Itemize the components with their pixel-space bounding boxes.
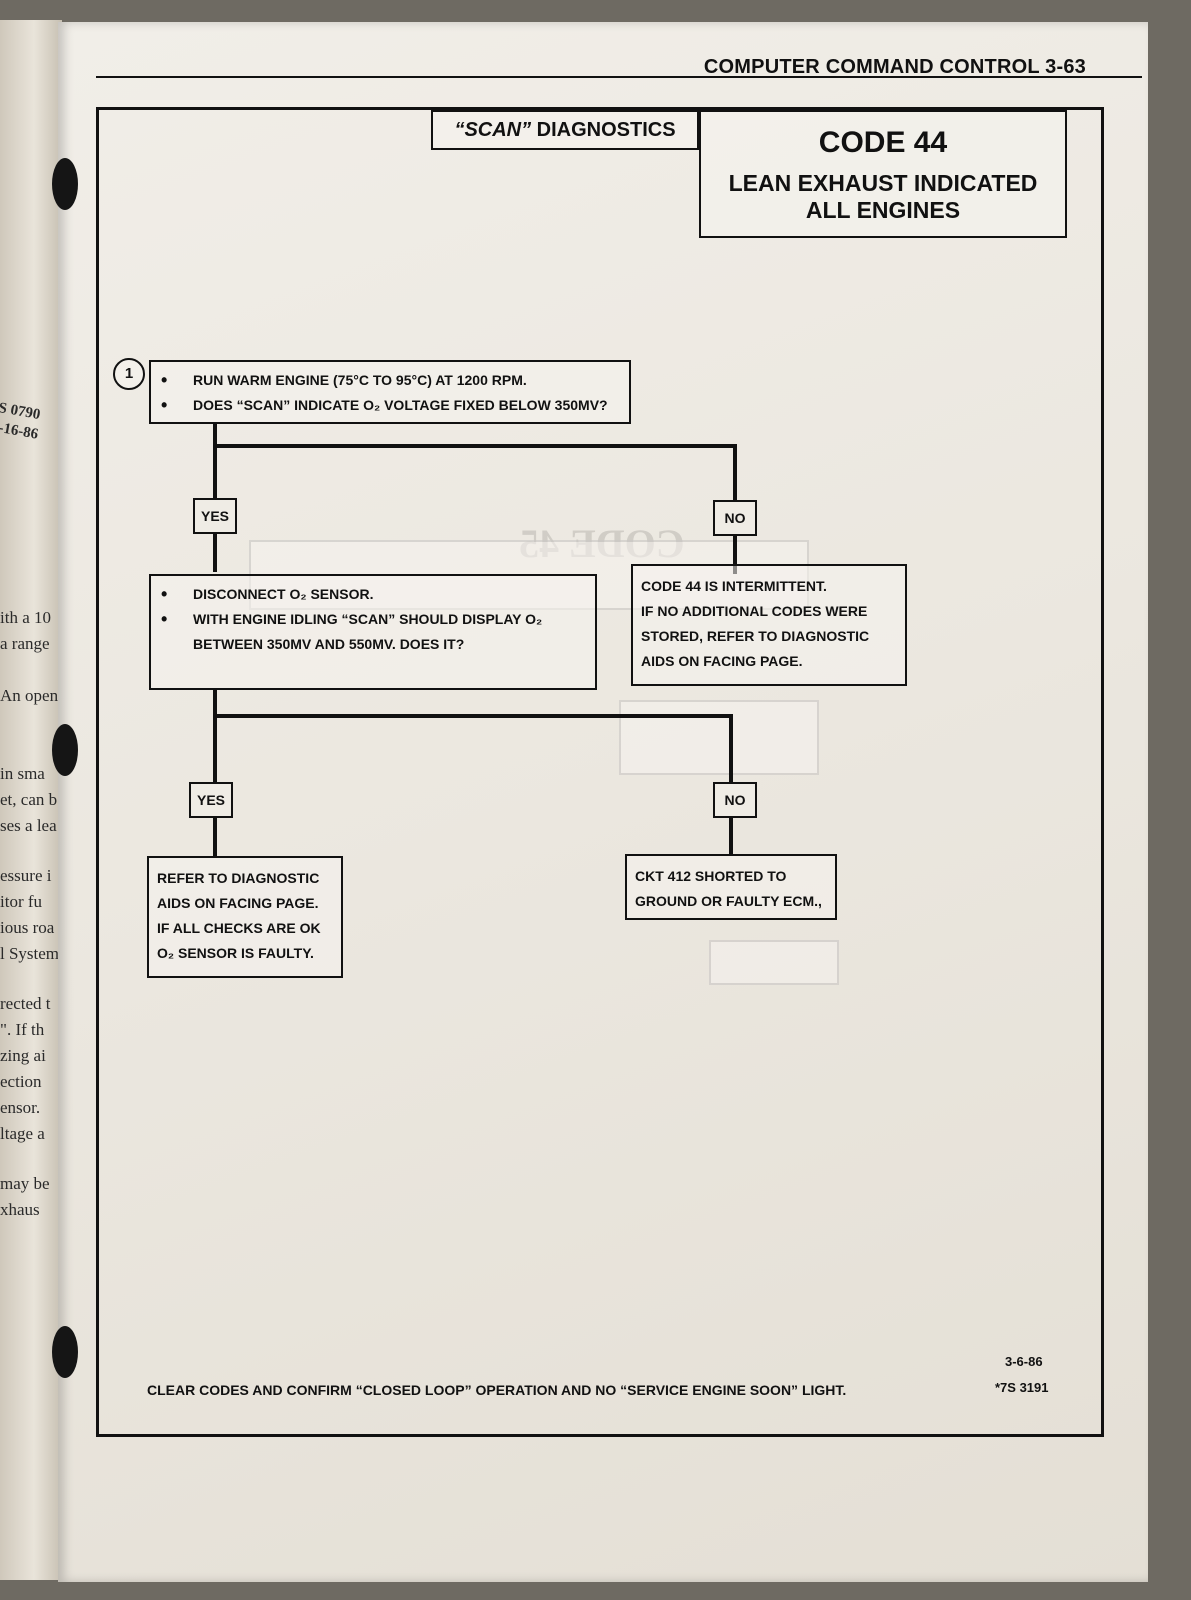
yes-label: YES: [193, 498, 237, 534]
intermittent-line: AIDS ON FACING PAGE.: [641, 653, 803, 669]
clear-codes-instruction: CLEAR CODES AND CONFIRM “CLOSED LOOP” OP…: [147, 1382, 847, 1398]
step-number-circle: 1: [113, 358, 145, 390]
bleed-through-text: [114, 760, 584, 1380]
step2-bullet: WITH ENGINE IDLING “SCAN” SHOULD DISPLAY…: [151, 607, 595, 657]
left-page-fragment: et, can b: [0, 790, 58, 809]
revision-date: 3-6-86: [1005, 1354, 1043, 1369]
connector-line: [213, 690, 217, 856]
faulty-sensor-box: REFER TO DIAGNOSTIC AIDS ON FACING PAGE.…: [147, 856, 343, 978]
left-page-fragment: rected t: [0, 994, 51, 1013]
scan-diagnostics-tag: “SCAN” DIAGNOSTICS: [431, 110, 699, 150]
no-label: NO: [713, 782, 757, 818]
connector-line: [213, 714, 733, 718]
reference-number: *7S 3191: [995, 1380, 1049, 1395]
step1-bullet: RUN WARM ENGINE (75°C TO 95°C) AT 1200 R…: [151, 368, 629, 393]
faulty-sensor-line: AIDS ON FACING PAGE.: [157, 895, 319, 911]
left-page-fragment: essure i: [0, 866, 52, 885]
faulty-sensor-line: IF ALL CHECKS ARE OK: [157, 920, 321, 936]
binder-hole: [52, 1326, 78, 1378]
facing-page-edge: S 0790 -16-86 ith a 10 a range An open i…: [0, 20, 62, 1580]
code-title-box: CODE 44 LEAN EXHAUST INDICATED ALL ENGIN…: [699, 110, 1067, 238]
step2-bullet: DISCONNECT O₂ SENSOR.: [151, 582, 595, 607]
bleed-through-title: CODE 45: [519, 521, 685, 566]
intermittent-line: STORED, REFER TO DIAGNOSTIC: [641, 628, 870, 644]
scan-word: “SCAN”: [454, 119, 532, 141]
left-page-fragment: ection: [0, 1072, 42, 1091]
left-page-fragment: ith a 10: [0, 608, 51, 627]
intermittent-box: CODE 44 IS INTERMITTENT. IF NO ADDITIONA…: [631, 564, 907, 686]
left-page-fragment: ses a lea: [0, 816, 57, 835]
step2-box: DISCONNECT O₂ SENSOR. WITH ENGINE IDLING…: [149, 574, 597, 690]
code-number: CODE 44: [818, 126, 948, 159]
shorted-line: CKT 412 SHORTED TO: [635, 868, 787, 884]
intermittent-line: IF NO ADDITIONAL CODES WERE: [641, 603, 868, 619]
header-rule: [96, 76, 1142, 78]
step1-bullet: DOES “SCAN” INDICATE O₂ VOLTAGE FIXED BE…: [151, 393, 629, 418]
bleed-through-box: [709, 940, 839, 985]
code-description-line2: ALL ENGINES: [805, 197, 961, 223]
faulty-sensor-line: O₂ SENSOR IS FAULTY.: [157, 945, 314, 961]
diagnostics-word: DIAGNOSTICS: [531, 119, 676, 141]
faulty-sensor-line: REFER TO DIAGNOSTIC: [157, 870, 320, 886]
diagnostic-frame: CODE 45 “SCAN” DIAGNOSTICS CODE 44 LEAN …: [96, 107, 1104, 1437]
shorted-line: GROUND OR FAULTY ECM.,: [635, 893, 822, 909]
yes-label: YES: [189, 782, 233, 818]
left-page-fragment: ". If th: [0, 1020, 45, 1039]
left-page-fragment: ltage a: [0, 1124, 45, 1143]
bleed-through-box: [619, 700, 819, 775]
left-page-fragment: in sma: [0, 764, 45, 783]
left-page-fragment: itor fu: [0, 892, 43, 911]
shorted-box: CKT 412 SHORTED TO GROUND OR FAULTY ECM.…: [625, 854, 837, 920]
page-header: COMPUTER COMMAND CONTROL 3-63: [703, 56, 1086, 78]
manual-page: COMPUTER COMMAND CONTROL 3-63 CODE 45 “S…: [58, 22, 1148, 1582]
left-page-fragment: xhaus: [0, 1200, 40, 1219]
left-page-fragment: a range: [0, 634, 50, 653]
binder-hole: [52, 158, 78, 210]
step1-box: RUN WARM ENGINE (75°C TO 95°C) AT 1200 R…: [149, 360, 631, 424]
code-description-line1: LEAN EXHAUST INDICATED: [728, 170, 1038, 196]
connector-line: [213, 444, 737, 448]
left-page-fragment: l System: [0, 944, 60, 963]
intermittent-line: CODE 44 IS INTERMITTENT.: [641, 578, 827, 594]
no-label: NO: [713, 500, 757, 536]
left-page-fragment: zing ai: [0, 1046, 46, 1065]
binder-hole: [52, 724, 78, 776]
left-page-fragment: ensor.: [0, 1098, 41, 1117]
left-page-fragment: ious roa: [0, 918, 55, 937]
left-page-fragment: may be: [0, 1174, 50, 1193]
left-page-fragment: An open: [0, 686, 59, 705]
